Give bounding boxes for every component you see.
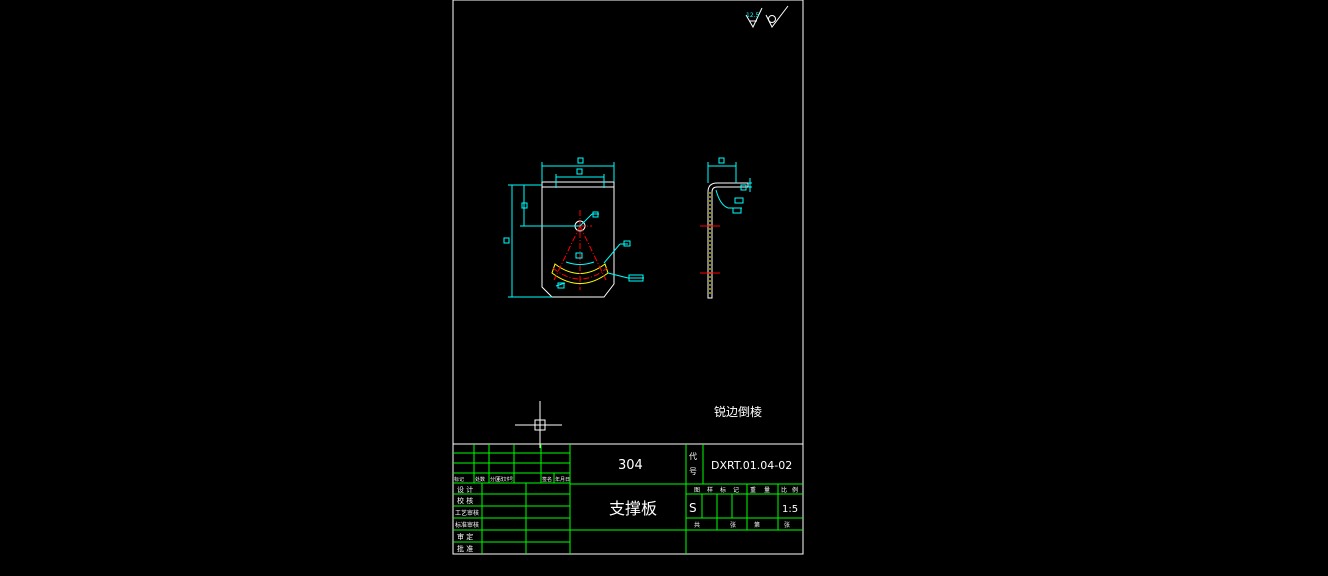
sign-label-standard: 标准审核	[455, 521, 479, 529]
sheet-label: 张	[784, 521, 790, 529]
sheet-label: 共	[694, 521, 700, 529]
crosshair-cursor-icon	[515, 401, 562, 448]
drawing-number: DXRT.01.04-02	[711, 459, 792, 472]
front-centerlines	[552, 210, 608, 290]
side-dimension-values	[718, 157, 747, 214]
grid-header: 量	[764, 487, 770, 494]
grid-headers: 图 样 标 记 重 量 比 例	[694, 486, 798, 494]
arc-slot	[551, 263, 609, 284]
stage-mark: S	[689, 501, 697, 515]
front-view	[503, 157, 644, 298]
sheet-label: 第	[754, 521, 760, 529]
revision-header: 分区	[490, 476, 500, 483]
title-block	[452, 443, 804, 555]
sheet-row: 共 张 第 张	[694, 521, 790, 529]
sheet-label: 张	[730, 521, 736, 529]
edge-note: 锐边倒棱	[714, 404, 762, 419]
grid-header: 比	[781, 486, 787, 494]
code-label-2: 号	[689, 467, 697, 476]
grid-header: 标	[720, 486, 726, 494]
sign-label-approve-review: 审 定	[457, 532, 473, 541]
grid-header: 例	[792, 486, 798, 494]
side-dimensions	[707, 162, 752, 209]
sign-label-approve: 批 准	[457, 544, 473, 553]
sign-label-check: 校 核	[457, 496, 473, 505]
grid-header: 重	[750, 486, 756, 494]
material-text: 304	[618, 458, 643, 473]
front-dimensions	[508, 162, 644, 298]
scale-value: 1:5	[782, 504, 798, 515]
grid-header: 图	[694, 487, 700, 494]
plate-outline	[541, 181, 615, 298]
sign-labels: 设 计 校 核 工艺审核 标准审核 审 定 批 准	[455, 485, 479, 553]
grid-header: 样	[707, 486, 713, 494]
code-label-1: 代	[689, 451, 697, 461]
side-profile	[707, 182, 749, 299]
revision-header: 年月日	[555, 476, 570, 483]
front-dimension-values	[503, 157, 644, 289]
revision-headers: 标记 处数 分区 更改文件号 签名 年月日	[454, 476, 570, 483]
side-view	[700, 157, 752, 299]
revision-header: 标记	[454, 476, 464, 483]
revision-header: 处数	[475, 476, 485, 483]
grid-header: 记	[733, 487, 739, 494]
sign-label-process: 工艺审核	[455, 509, 479, 517]
part-name: 支撑板	[609, 499, 657, 518]
surface-roughness-symbol	[745, 5, 789, 29]
side-centerlines	[700, 225, 720, 274]
revision-header: 更改文件号	[497, 476, 513, 483]
sign-label-design: 设 计	[457, 485, 473, 494]
revision-header: 签名	[542, 476, 552, 483]
surface-roughness-value: 12.5	[746, 12, 760, 19]
